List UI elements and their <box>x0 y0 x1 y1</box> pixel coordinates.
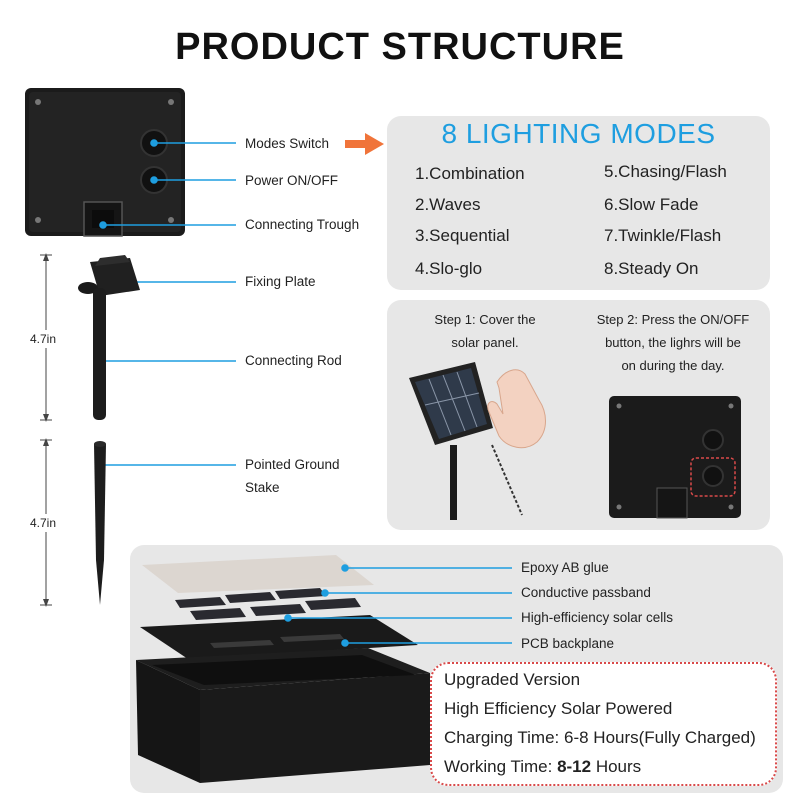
step2-text: Step 2: Press the ON/OFF button, the lig… <box>588 308 758 377</box>
step1-text: Step 1: Cover the solar panel. <box>410 308 560 354</box>
mode-item: 3.Sequential <box>415 226 510 245</box>
mode-item: 7.Twinkle/Flash <box>604 226 722 245</box>
step2-line2: button, the lighrs will be <box>605 335 741 350</box>
spec-working: Working Time: 8-12 Hours <box>444 757 641 777</box>
solar-panel-icon <box>409 362 523 520</box>
label-stake-line1: Pointed Ground <box>245 457 340 472</box>
step2-line3: on during the day. <box>621 358 725 373</box>
lighting-modes-panel <box>387 116 770 290</box>
label-power: Power ON/OFF <box>245 173 339 188</box>
ground-stake <box>94 441 106 605</box>
spec-working-prefix: Working Time: <box>444 757 553 776</box>
label-pcb: PCB backplane <box>521 636 615 651</box>
dimension-rod: 4.7in <box>30 332 57 346</box>
mode-item: 6.Slow Fade <box>604 195 699 214</box>
spec-box <box>430 662 777 786</box>
hand-icon <box>487 369 546 449</box>
mini-control-box <box>609 396 741 519</box>
spec-working-suffix: Hours <box>595 757 642 776</box>
label-connecting-trough: Connecting Trough <box>245 217 360 232</box>
label-solar-cells: High-efficiency solar cells <box>521 610 674 625</box>
fixing-plate-rod <box>78 255 140 420</box>
spec-charging: Charging Time: 6-8 Hours(Fully Charged) <box>444 728 756 747</box>
label-passband: Conductive passband <box>521 585 651 600</box>
mode-item: 2.Waves <box>415 195 481 214</box>
label-epoxy: Epoxy AB glue <box>521 560 609 575</box>
modes-title: 8 LIGHTING MODES <box>441 118 716 149</box>
mode-item: 5.Chasing/Flash <box>604 162 727 181</box>
spec-efficiency: High Efficiency Solar Powered <box>444 699 673 718</box>
label-connecting-rod: Connecting Rod <box>245 353 342 368</box>
mode-item: 8.Steady On <box>604 259 699 278</box>
spec-working-value: 8-12 <box>557 757 592 776</box>
step1-line1: Step 1: Cover the <box>434 312 536 327</box>
solar-box <box>25 88 185 237</box>
label-stake-line2: Stake <box>245 480 280 495</box>
mode-item: 1.Combination <box>415 164 525 183</box>
step1-line2: solar panel. <box>451 335 519 350</box>
step2-line1: Step 2: Press the ON/OFF <box>596 312 750 327</box>
arrow-right-icon <box>345 133 384 155</box>
mode-item: 4.Slo-glo <box>415 259 483 278</box>
dimension-stake: 4.7in <box>30 516 57 530</box>
page-title: PRODUCT STRUCTURE <box>175 26 625 68</box>
layers-illustration <box>136 555 512 783</box>
label-fixing-plate: Fixing Plate <box>245 274 316 289</box>
label-modes-switch: Modes Switch <box>245 136 330 151</box>
steps-illustration <box>409 362 741 520</box>
spec-upgraded: Upgraded Version <box>444 670 581 689</box>
